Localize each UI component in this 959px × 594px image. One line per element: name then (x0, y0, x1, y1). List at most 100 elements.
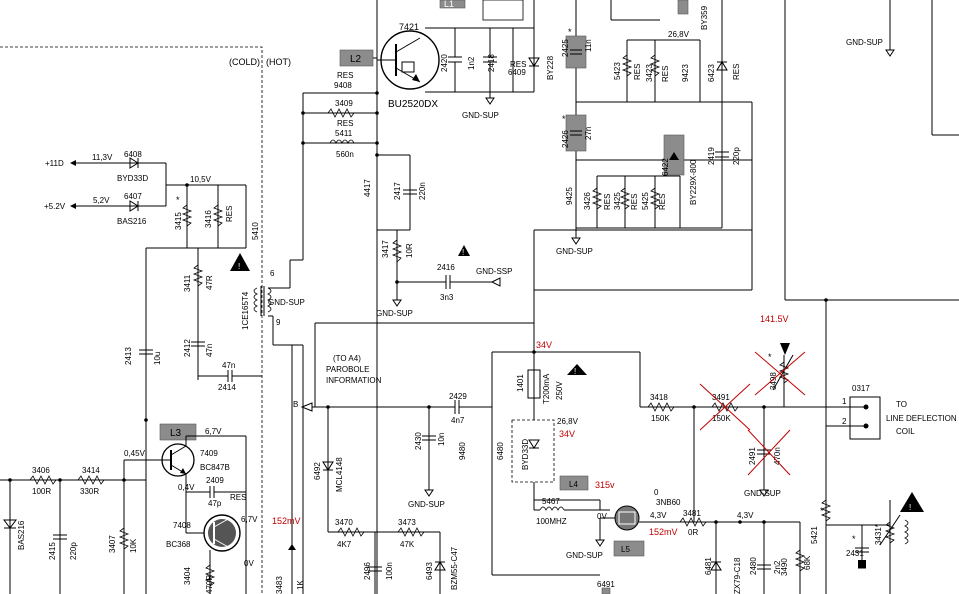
r3425-ref: 3425 (613, 192, 622, 210)
pin-b-label: B (293, 400, 298, 409)
r5423-ref: 5423 (613, 62, 622, 80)
d6423-ref: 6423 (707, 64, 716, 82)
r9425-ref: 9425 (565, 187, 574, 205)
r3483-value: 1K (296, 580, 305, 590)
byd33d-a: BYD33D (117, 174, 148, 183)
res-3423-label: RES (661, 66, 670, 82)
r9423-ref: 9423 (681, 64, 690, 82)
star-2426: * (562, 114, 566, 124)
r3473-ref: 3473 (398, 518, 416, 527)
pin9: 9 (276, 318, 281, 327)
bas216-a: BAS216 (117, 217, 147, 226)
c2415-value: 220p (69, 542, 78, 560)
r3417-ref: 3417 (381, 240, 390, 258)
c2414-ref: 2414 (218, 383, 236, 392)
c2409-ref: 2409 (206, 476, 224, 485)
c2420-ref: 2420 (440, 54, 449, 72)
res-9408-label: RES (337, 71, 353, 80)
r3491-ref: 3491 (712, 393, 730, 402)
d6407-ref: 6407 (124, 192, 142, 201)
r3406-value: 100R (32, 487, 51, 496)
connector-0317 (849, 396, 881, 440)
l2-label: L2 (350, 54, 362, 65)
bc368-label: BC368 (166, 540, 191, 549)
transistor-7408 (203, 514, 241, 552)
diode-by228 (528, 57, 540, 67)
isolation-boundary-line (0, 46, 263, 594)
r3404-ref: 3404 (183, 567, 192, 585)
c2431-ref: 2431 (846, 549, 864, 558)
fuse-1401 (527, 369, 541, 399)
d6492-ref: 6492 (313, 462, 322, 480)
mcl4148-label: MCL4148 (335, 457, 344, 492)
diode-6408 (129, 157, 139, 169)
r3470-ref: 3470 (335, 518, 353, 527)
c0317-ref: 0317 (852, 384, 870, 393)
r3414-value: 330R (80, 487, 99, 496)
r3426-ref: 3426 (583, 192, 592, 210)
r5411-value: 560n (336, 150, 354, 159)
r3490-ref: 3490 (780, 558, 789, 576)
c2425-ref: 2425 (561, 39, 570, 57)
svg-text:!: ! (462, 248, 464, 257)
c2412-ref: 2412 (183, 339, 192, 357)
byd33d-b: BYD33D (521, 439, 530, 470)
f1401-ref: 1401 (516, 374, 525, 392)
c2480-value: 2n2 (773, 560, 782, 574)
v0a: 0V (244, 559, 254, 568)
v-268-top: 26,8V (668, 30, 690, 39)
c2426-value: 27n (584, 127, 593, 140)
star-2425: * (568, 27, 572, 37)
c2419-ref: 2419 (707, 147, 716, 165)
r3498-ref: 3498 (769, 372, 778, 390)
r3481-value: 0R (688, 528, 698, 537)
l4-label: L4 (569, 480, 578, 489)
v43b: 4,3V (737, 511, 754, 520)
r5467-value: 100MHZ (536, 517, 567, 526)
c2409-value: 47p (208, 499, 222, 508)
t5410-ref: 5410 (251, 222, 260, 240)
r5421-ref: 5421 (810, 526, 819, 544)
l5-label: L5 (621, 545, 630, 554)
r3490-value: 68K (803, 555, 812, 570)
gnd-sup-top-right: GND-SUP (846, 38, 883, 47)
t5410-part: 1CE165T4 (241, 291, 250, 330)
r3415-ref: 3415 (174, 212, 183, 230)
warning-triangle-left (230, 253, 250, 271)
v34a: 34V (536, 340, 552, 350)
c2429-ref: 2429 (449, 392, 467, 401)
d6493-ref: 6493 (425, 562, 434, 580)
d6481-ref: 6481 (704, 557, 713, 575)
cold-label: (COLD) (229, 57, 260, 67)
diode-6423 (716, 61, 728, 71)
diode-6493 (434, 561, 446, 571)
to-a4-label: (TO A4) (333, 354, 361, 363)
bu2520dx-label: BU2520DX (388, 99, 438, 110)
v315: 315v (595, 480, 615, 490)
r3407-value: 10K (129, 538, 138, 553)
star-5421: * (820, 506, 824, 516)
c2430-ref: 2430 (414, 432, 423, 450)
warning-triangle-fuse (567, 364, 587, 375)
f1401-value: T200mA (542, 373, 551, 404)
c2415-ref: 2415 (48, 542, 57, 560)
svg-text:!: ! (238, 262, 240, 271)
gnd-sup-2426: GND-SUP (556, 247, 593, 256)
hot-label: (HOT) (266, 57, 291, 67)
r4417-ref: 4417 (363, 179, 372, 197)
information-label: INFORMATION (326, 376, 382, 385)
res-3409-label: RES (337, 119, 353, 128)
r3481-ref: 3481 (683, 509, 701, 518)
gnd-sup-7421: GND-SUP (462, 111, 499, 120)
svg-text:!: ! (909, 503, 911, 512)
c2496-ref: 2496 (363, 562, 372, 580)
c2426-ref: 2426 (561, 130, 570, 148)
c2414-value: 47n (222, 361, 235, 370)
c2491-value: 470n (773, 447, 782, 465)
c2419-value: 220p (732, 147, 741, 165)
c2416-ref: 2416 (437, 263, 455, 272)
l1-label: L1 (444, 0, 454, 9)
transformer-5410 (253, 286, 272, 316)
v105: 10,5V (190, 175, 212, 184)
v11-3: 11,3V (92, 153, 113, 162)
